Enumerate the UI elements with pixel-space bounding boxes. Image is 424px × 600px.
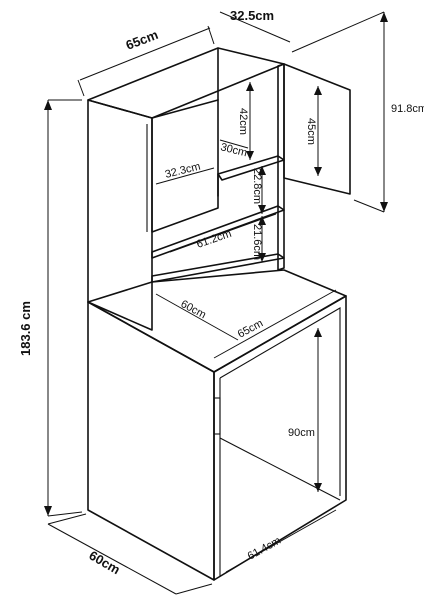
- arrow-door-down: [314, 167, 322, 176]
- hutch-middle-shelf: [151, 205, 285, 259]
- dim-ext-base-depth-left: [47, 513, 87, 525]
- dim-line-inner-depth: [219, 139, 249, 149]
- label-inner-depth: 30cm: [219, 141, 248, 159]
- label-lower-gap: 21.6cm: [251, 224, 263, 260]
- arrow-total-down: [44, 506, 52, 516]
- dim-line-base-depth: [47, 523, 177, 595]
- base-door-handle: [213, 397, 221, 435]
- arrow-base-down: [314, 483, 322, 492]
- arrow-lower-gap-up: [258, 216, 266, 225]
- arrow-door-up: [314, 86, 322, 95]
- dim-ext-total-bot: [47, 511, 83, 517]
- hutch-bottom-shelf: [151, 253, 285, 283]
- dim-ext-right: [207, 25, 215, 45]
- label-shelf-width: 61.2cm: [195, 228, 233, 251]
- dim-line-inner-width: [155, 167, 215, 185]
- label-top-depth: 32.5cm: [230, 8, 274, 23]
- label-inner-width: 32.3cm: [164, 161, 202, 181]
- dim-line-desk-depth: [155, 293, 239, 341]
- hutch-right-door: [283, 63, 351, 195]
- label-shelf-upper: 42cm: [237, 108, 249, 135]
- arrow-shelf-upper-up: [246, 82, 254, 91]
- arrow-total-up: [44, 100, 52, 110]
- label-base-depth: 60cm: [87, 548, 123, 578]
- arrow-top-height-down: [380, 202, 388, 212]
- dim-line-base-inner: [225, 509, 337, 573]
- arrow-gap-up: [258, 166, 266, 175]
- dim-line-top-depth: [219, 11, 291, 43]
- arrow-lower-gap-down: [258, 253, 266, 262]
- arrow-base-up: [314, 328, 322, 337]
- base-floor-line: [219, 437, 341, 501]
- label-overall-width: 65cm: [124, 27, 160, 53]
- label-shelf-gap: 22.8cm: [251, 168, 263, 204]
- dim-ext-base-depth-right: [175, 583, 213, 595]
- arrow-gap-down: [258, 205, 266, 214]
- hutch-left-door: [151, 99, 219, 233]
- dim-ext-left: [77, 79, 85, 97]
- label-top-height: 91.8cm: [391, 103, 424, 115]
- label-base-inner: 61.4cm: [246, 535, 283, 563]
- hutch-left-side: [87, 99, 153, 331]
- hutch-upper-shelf: [217, 155, 285, 181]
- dim-line-desk-width: [213, 289, 337, 359]
- label-door-height: 45cm: [305, 118, 317, 145]
- base-inner-opening: [219, 307, 341, 496]
- dim-ext-top-height-bot: [353, 199, 385, 213]
- label-base-height: 90cm: [288, 427, 315, 439]
- dim-ext-top-height-top: [291, 11, 385, 53]
- dim-line-shelf-width: [169, 213, 277, 253]
- dim-line-overall-width: [79, 27, 211, 81]
- label-desk-depth: 60cm: [179, 298, 208, 321]
- arrow-top-height-up: [380, 12, 388, 22]
- hutch-right-side: [277, 63, 285, 271]
- base-left-face: [87, 301, 215, 581]
- base-right-face: [213, 295, 347, 581]
- arrow-shelf-upper-down: [246, 151, 254, 160]
- label-total-height: 183.6 cm: [18, 301, 33, 356]
